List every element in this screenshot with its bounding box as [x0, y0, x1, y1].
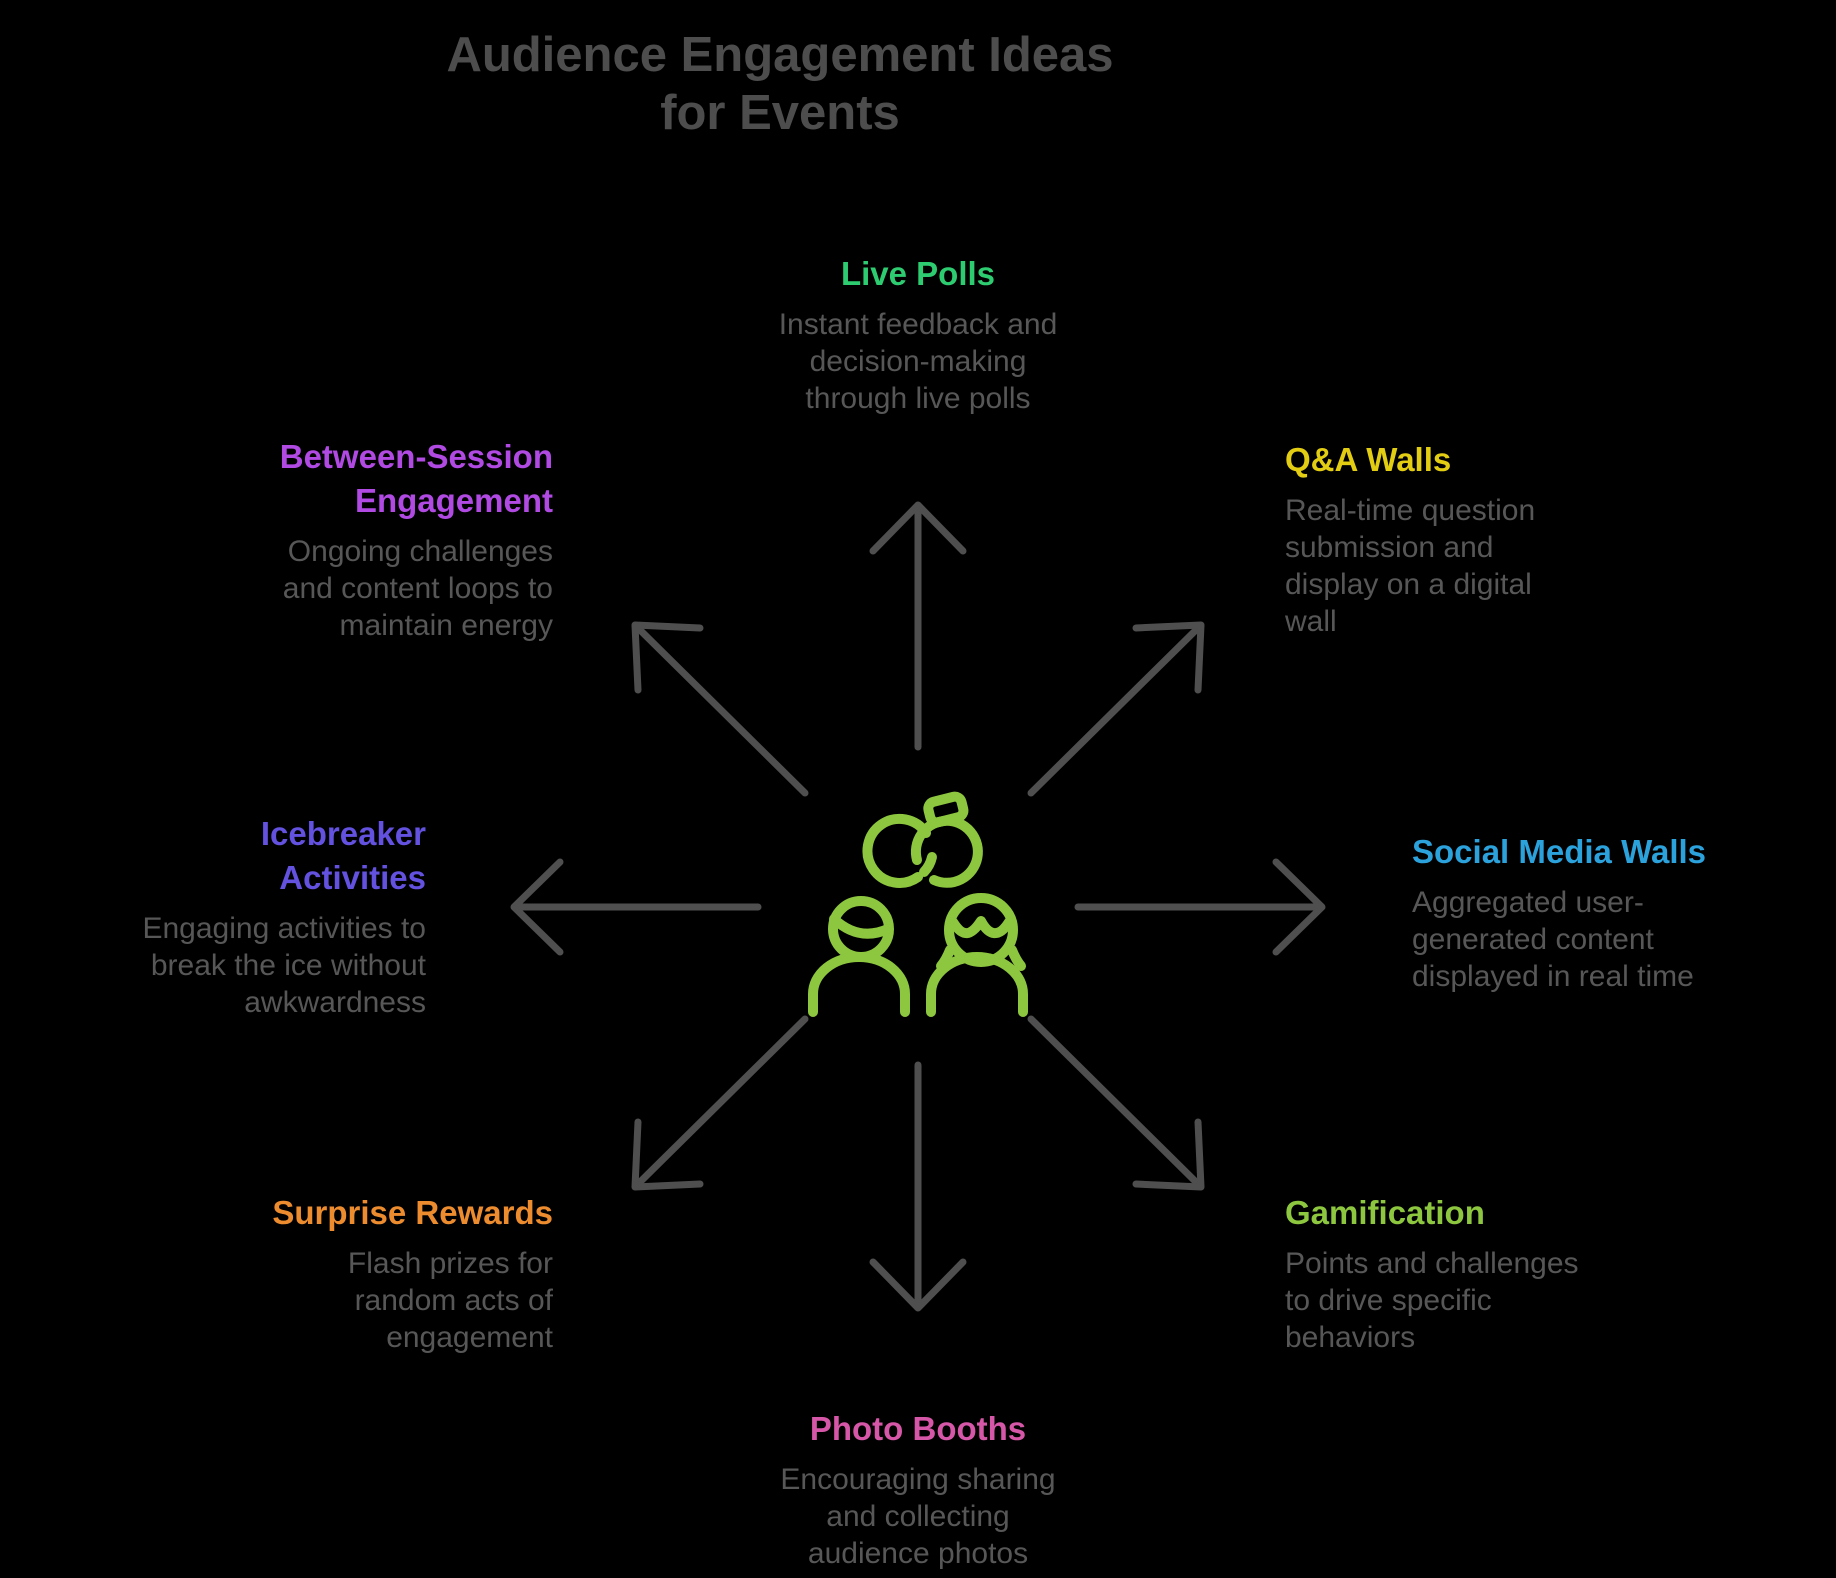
node-surprise-rewards-description: Flash prizes for random acts of engageme…: [347, 1247, 553, 1354]
arrow-down-left-icon: [631, 1015, 809, 1191]
arrow-down-icon: [869, 1061, 967, 1312]
node-photo-booths: Photo Booths Encouraging sharing and col…: [698, 1407, 1138, 1572]
node-between-session-engagement-heading: Between-Session Engagement: [279, 438, 553, 519]
node-surprise-rewards-heading: Surprise Rewards: [272, 1194, 553, 1231]
node-social-media-walls-description: Aggregated user- generated content displ…: [1412, 886, 1694, 993]
node-live-polls-heading: Live Polls: [840, 255, 996, 292]
node-photo-booths-heading: Photo Booths: [809, 1410, 1027, 1447]
node-surprise-rewards: Surprise Rewards Flash prizes for random…: [233, 1191, 553, 1356]
node-social-media-walls: Social Media Walls Aggregated user- gene…: [1412, 830, 1752, 995]
arrow-down-right-icon: [1027, 1015, 1205, 1191]
arrow-up-left-icon: [631, 621, 809, 797]
node-social-media-walls-heading: Social Media Walls: [1412, 833, 1707, 870]
node-gamification-heading: Gamification: [1285, 1194, 1485, 1231]
arrow-up-right-icon: [1027, 621, 1205, 797]
node-photo-booths-description: Encouraging sharing and collecting audie…: [780, 1463, 1056, 1570]
node-live-polls-description: Instant feedback and decision-making thr…: [778, 308, 1058, 415]
interlocked-rings-icon: [862, 791, 983, 888]
node-gamification: Gamification Points and challenges to dr…: [1285, 1191, 1625, 1356]
node-live-polls: Live Polls Instant feedback and decision…: [738, 252, 1098, 417]
man-bust-icon: [808, 896, 910, 1017]
arrow-right-icon: [1074, 858, 1326, 956]
engagement-rings-and-people-icon: [808, 791, 1028, 1017]
node-icebreaker-activities-heading: Icebreaker Activities: [260, 815, 426, 896]
node-between-session-engagement-description: Ongoing challenges and content loops to …: [282, 535, 553, 642]
arrow-up-icon: [869, 501, 967, 751]
node-qa-walls: Q&A Walls Real-time question submission …: [1285, 438, 1585, 640]
node-qa-walls-heading: Q&A Walls: [1285, 441, 1452, 478]
node-qa-walls-description: Real-time question submission and displa…: [1285, 494, 1536, 638]
page-title: Audience Engagement Ideas for Events: [446, 28, 1114, 140]
node-between-session-engagement: Between-Session Engagement Ongoing chall…: [233, 435, 553, 644]
node-icebreaker-activities-description: Engaging activities to break the ice wit…: [142, 912, 426, 1019]
node-gamification-description: Points and challenges to drive specific …: [1285, 1247, 1579, 1354]
arrow-left-icon: [510, 858, 762, 956]
woman-bust-icon: [926, 893, 1028, 1017]
node-icebreaker-activities: Icebreaker Activities Engaging activitie…: [106, 812, 426, 1021]
